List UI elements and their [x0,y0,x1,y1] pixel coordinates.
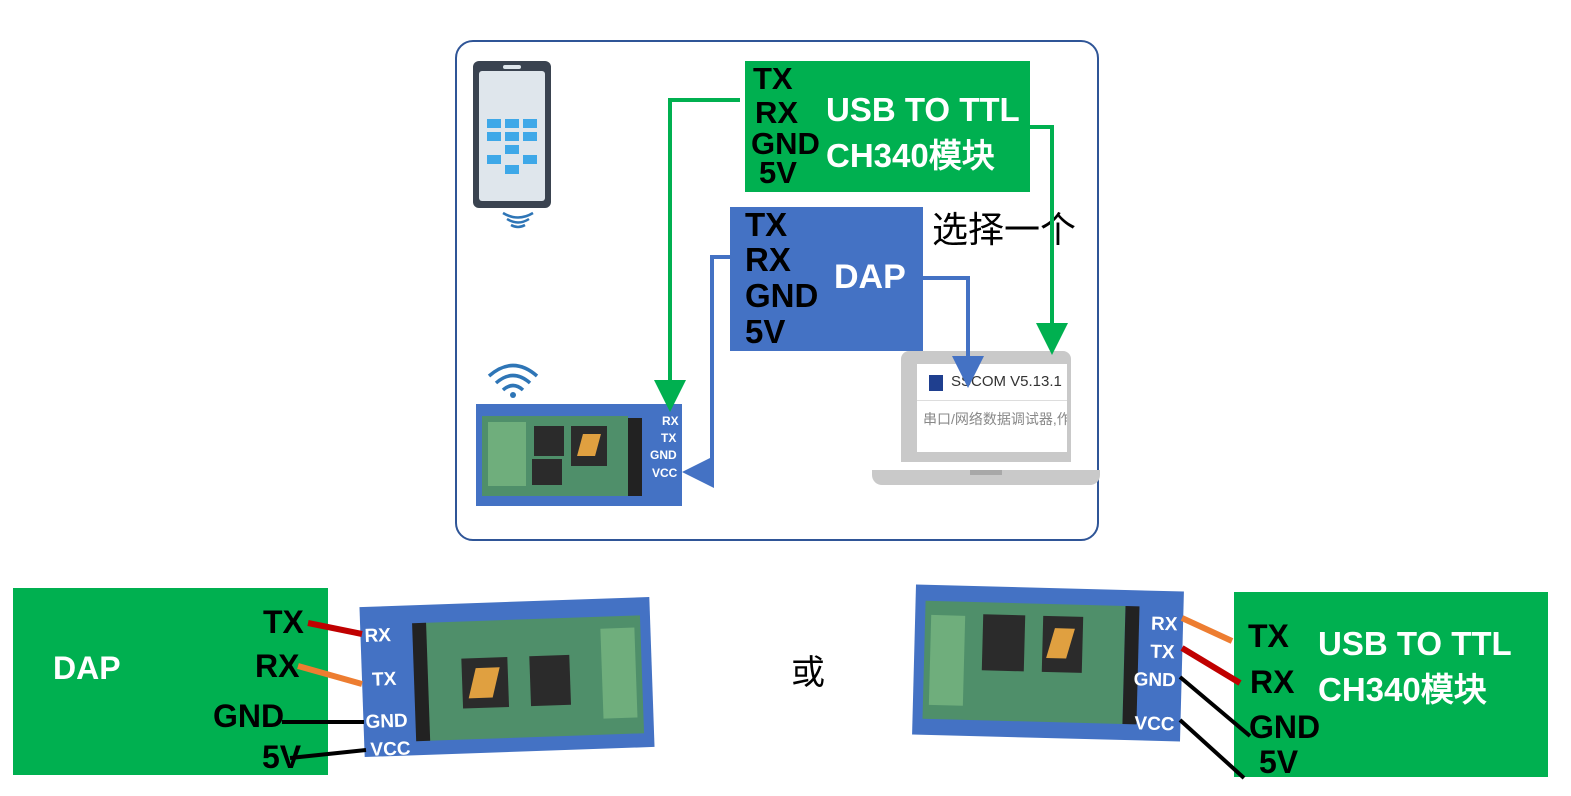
or-label: 或 [791,654,825,692]
sscom-app-icon [929,375,943,391]
usb-bottom-pin-gnd: GND [1249,709,1321,745]
dap-bottom-pin-gnd: GND [213,698,285,734]
usb-top-pin-tx: TX [753,61,793,96]
usb-top-title-line2: CH340模块 [826,137,995,174]
dap-module-bottom [13,588,328,775]
usb-ttl-module-bottom [1234,592,1548,777]
dap-module-top [730,207,923,351]
dap-bottom-title: DAP [53,650,121,686]
dap-top-pin-tx: TX [745,206,788,243]
usb-bottom-title-line2: CH340模块 [1318,671,1487,708]
dap-top-pin-rx: RX [745,241,791,278]
laptop-base [872,470,1100,485]
bluetooth-module-top: RX TX GND VCC [476,404,682,506]
usb-bottom-title-line1: USB TO TTL [1318,625,1512,662]
usb-ttl-module-top [745,61,1030,192]
bt-top-pin-gnd: GND [650,448,677,462]
usb-bottom-pin-5v: 5V [1259,744,1299,780]
usb-top-pin-5v: 5V [759,155,797,190]
sscom-app-subtitle: 串口/网络数据调试器,作 [923,411,1067,427]
dap-bottom-pin-tx: TX [263,604,304,640]
usb-bottom-pin-tx: TX [1248,618,1289,654]
usb-top-title-line1: USB TO TTL [826,91,1020,128]
bt-top-pin-rx: RX [662,414,679,428]
bt-top-pin-tx: TX [661,431,677,445]
laptop-image: SSCOM V5.13.1 串口/网络数据调试器,作 [901,351,1071,462]
usb-top-pin-gnd: GND [751,126,820,161]
usb-top-pin-rx: RX [755,95,799,130]
dap-bottom-pin-rx: RX [255,648,300,684]
dap-top-pin-gnd: GND [745,277,819,314]
bt-top-pin-vcc: VCC [652,466,678,480]
usb-bottom-pin-rx: RX [1250,664,1295,700]
dap-top-pin-5v: 5V [745,313,786,350]
dap-top-title: DAP [834,258,906,296]
phone-image [473,61,551,208]
